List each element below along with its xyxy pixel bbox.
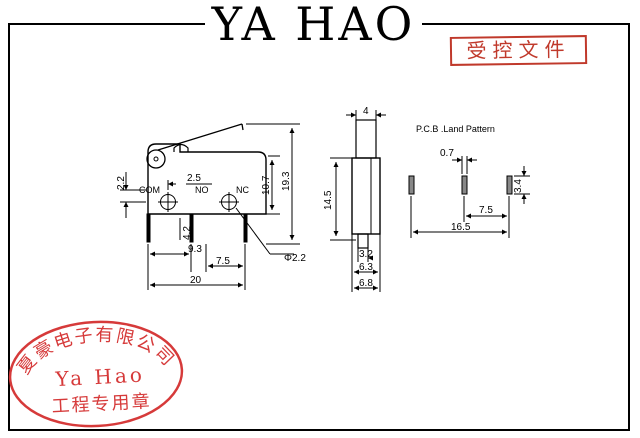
label-no: NO xyxy=(195,185,209,195)
pcb-land-pattern xyxy=(408,156,530,238)
lever-arm xyxy=(157,123,243,151)
dim-no-spacing: 2.5 xyxy=(187,173,201,184)
dim-terminal-length: 4.2 xyxy=(182,226,193,240)
front-view-labels: COM NO NC 19.3 10.7 2.2 2.5 4.2 9.3 7.5 … xyxy=(116,171,306,286)
dim-pcb-span: 16.5 xyxy=(451,222,471,233)
terminal-nc xyxy=(243,213,248,243)
label-com: COM xyxy=(139,185,160,195)
roller xyxy=(146,149,166,169)
seal-purpose: 工程专用章 xyxy=(51,391,152,417)
dim-pad-height: 3.4 xyxy=(513,179,524,193)
dim-terminal-offset: 2.2 xyxy=(116,176,127,190)
terminal-no xyxy=(189,213,194,243)
dim-plunger: 4 xyxy=(363,106,369,117)
dim-terminal-width: 3.2 xyxy=(359,249,373,260)
dim-pitch-com-no: 9.3 xyxy=(188,244,202,255)
terminal-com xyxy=(146,213,151,243)
dim-pcb-pitch: 7.5 xyxy=(479,205,493,216)
side-view-labels: 4 14.5 3.2 6.3 6.8 xyxy=(323,106,373,289)
dim-body-length: 20 xyxy=(190,275,202,286)
label-nc: NC xyxy=(236,185,249,195)
pad-2 xyxy=(461,175,468,195)
side-body xyxy=(351,157,381,235)
drawing-title: YA HAO xyxy=(211,0,416,51)
actuator-button xyxy=(173,143,189,152)
dim-body-width-outer: 6.8 xyxy=(359,278,373,289)
dim-pitch-no-nc: 7.5 xyxy=(216,256,230,267)
pcb-title: P.C.B .Land Pattern xyxy=(416,124,495,134)
plunger xyxy=(355,119,377,159)
dim-side-height: 14.5 xyxy=(323,190,334,210)
dim-height-body: 10.7 xyxy=(261,175,272,195)
pad-1 xyxy=(408,175,415,195)
side-view xyxy=(330,110,386,292)
dim-body-width-inner: 6.3 xyxy=(359,262,373,273)
dim-height-total: 19.3 xyxy=(281,171,292,191)
switch-body xyxy=(147,143,267,215)
front-view xyxy=(120,123,300,290)
pcb-labels: 0.7 3.4 7.5 16.5 xyxy=(440,148,524,233)
pad-3 xyxy=(506,175,513,195)
side-terminal xyxy=(357,233,369,249)
company-seal: 夏豪电子有限公司 Ya Hao 工程专用章 xyxy=(8,320,184,428)
title-band xyxy=(205,0,422,52)
dim-hole: Φ2.2 xyxy=(284,253,306,264)
dim-pad-width: 0.7 xyxy=(440,148,454,159)
seal-name: Ya Hao xyxy=(54,362,145,391)
